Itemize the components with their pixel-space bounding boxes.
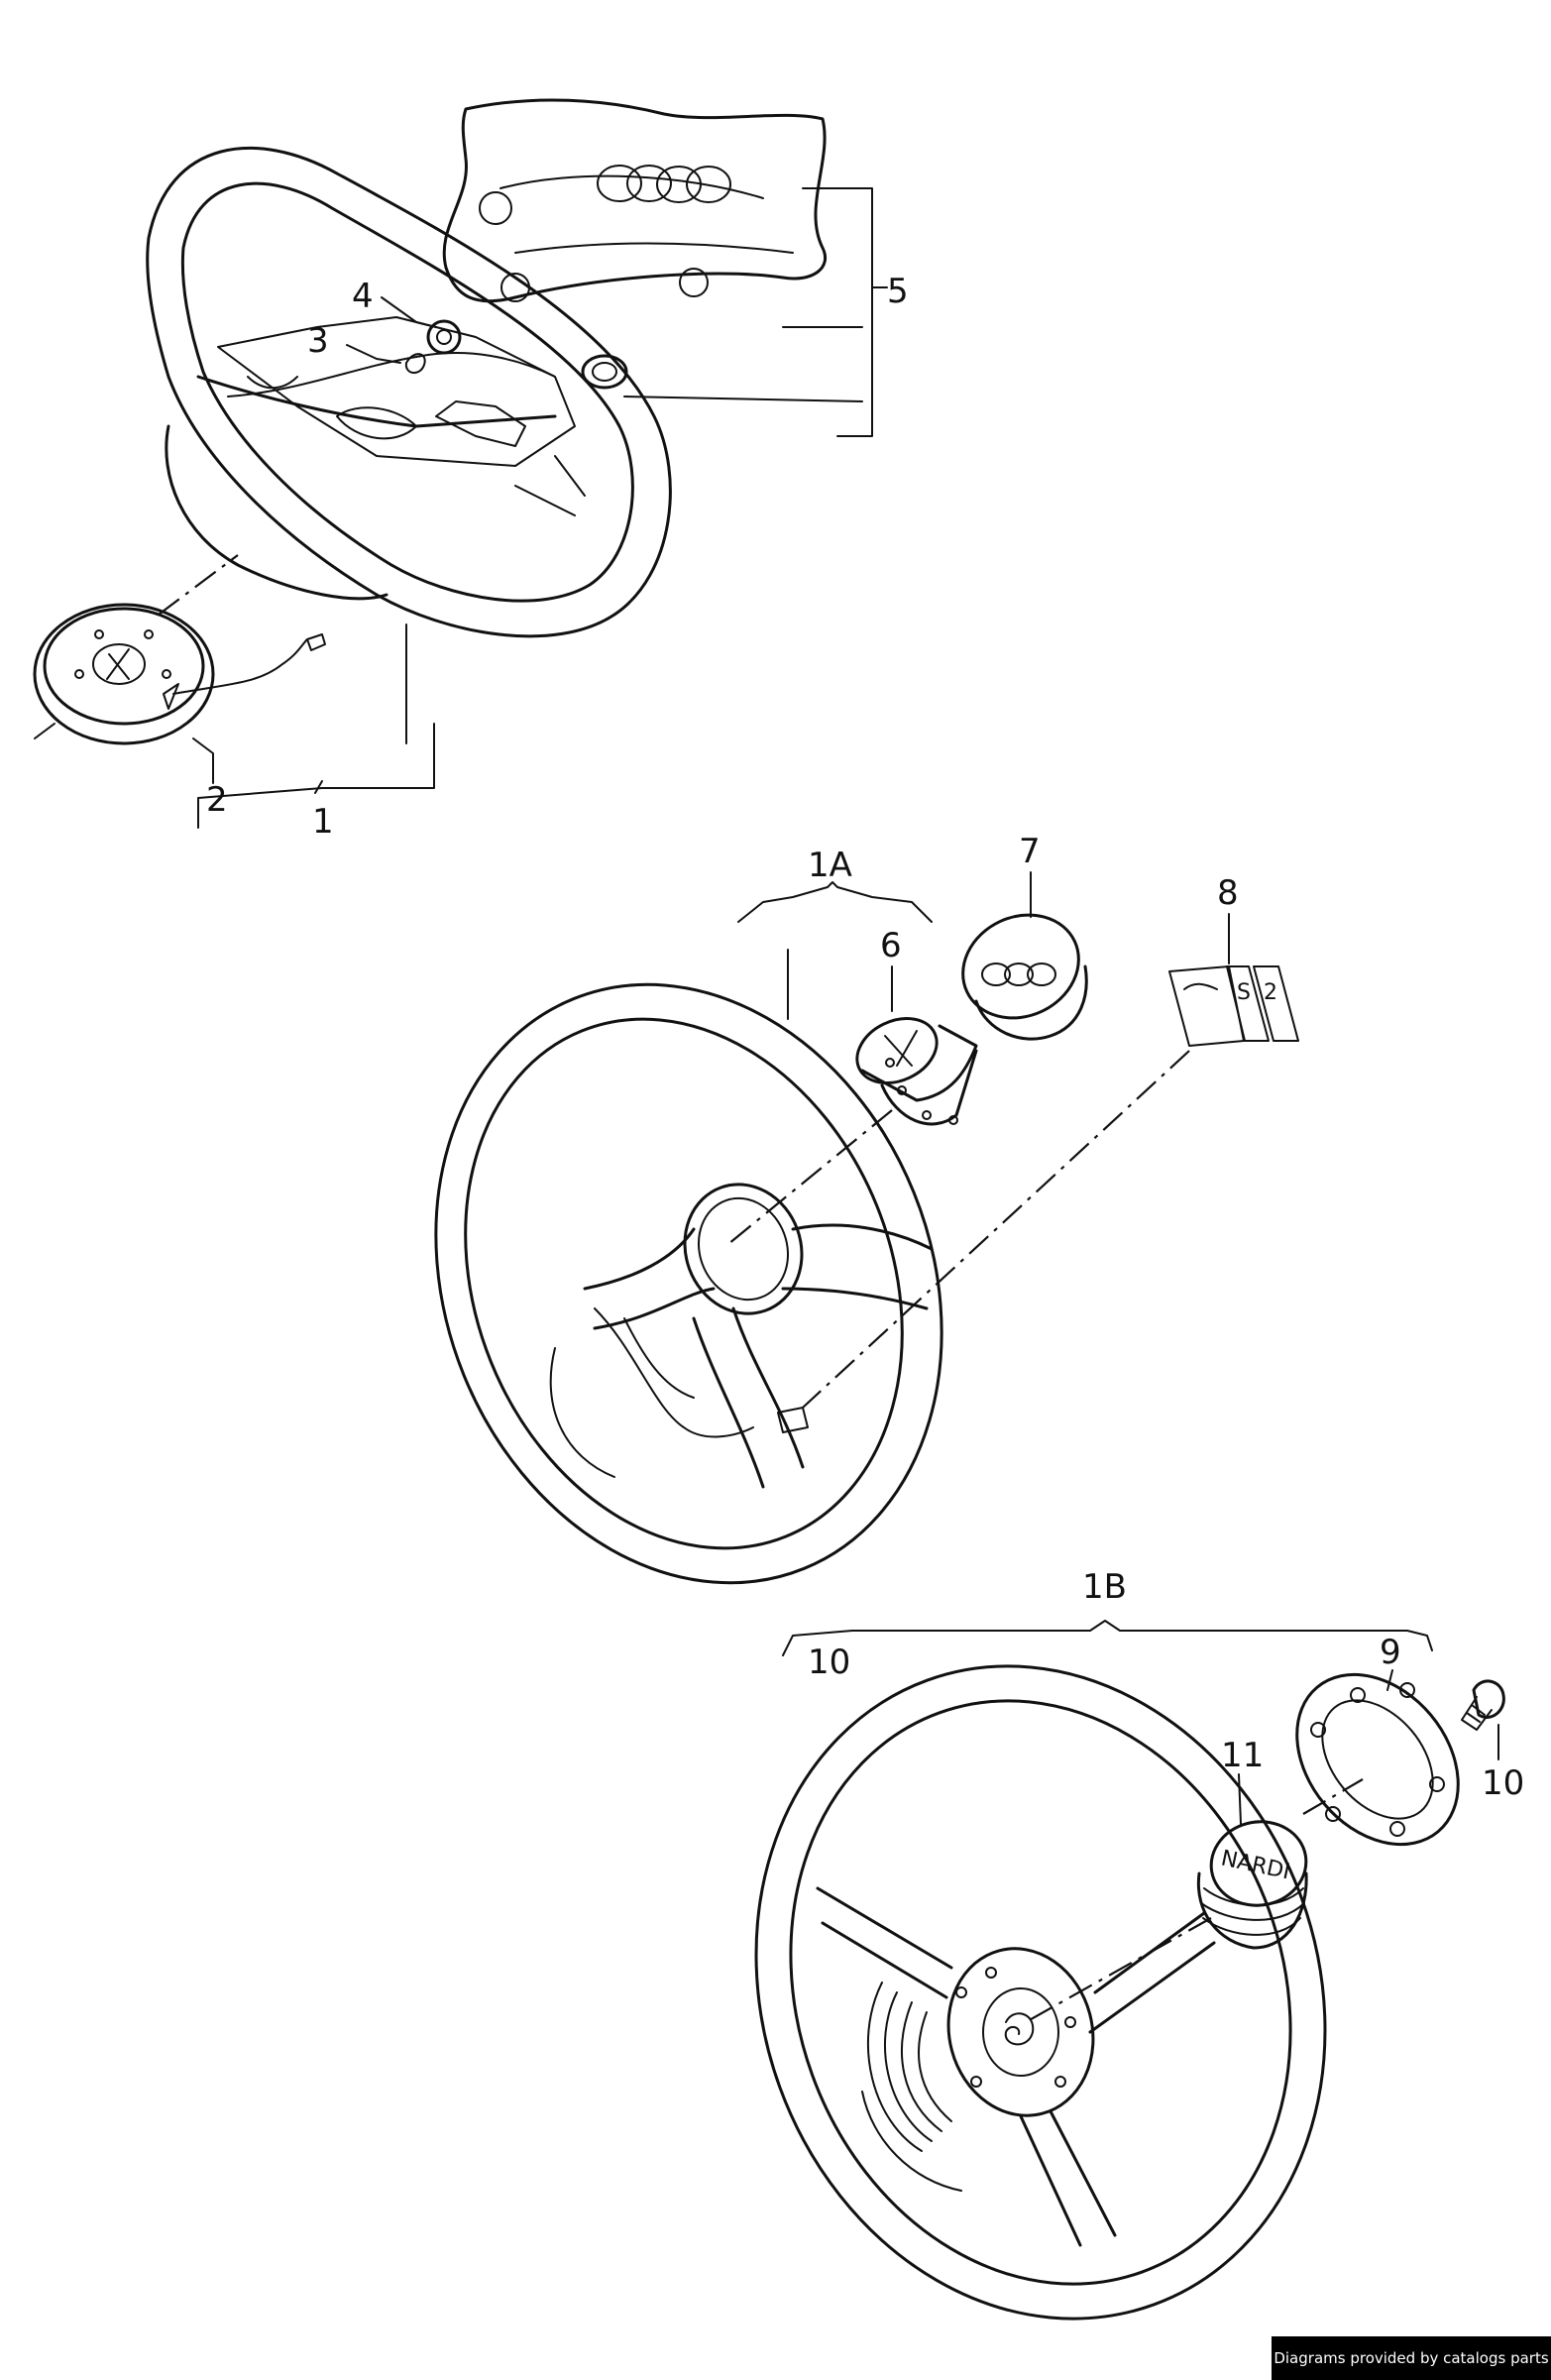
callout-4: 4 bbox=[352, 277, 374, 316]
callout-10-b: 10 bbox=[1482, 1763, 1524, 1803]
steering-wheel-assembly-1b bbox=[754, 1620, 1505, 2321]
credit-footer: Diagrams provided by catalogs parts bbox=[1272, 2336, 1551, 2380]
callout-1: 1 bbox=[312, 802, 334, 842]
callout-9: 9 bbox=[1380, 1633, 1401, 1672]
steering-wheel-assembly-1a bbox=[434, 871, 1299, 1585]
callout-1b: 1B bbox=[1082, 1567, 1127, 1607]
callout-5: 5 bbox=[887, 272, 909, 311]
callout-8: 8 bbox=[1217, 873, 1239, 913]
callout-2: 2 bbox=[206, 780, 228, 820]
callout-7: 7 bbox=[1019, 832, 1041, 871]
callout-1a: 1A bbox=[808, 846, 852, 885]
callout-10-a: 10 bbox=[808, 1643, 850, 1682]
steering-wheel-assembly-1 bbox=[33, 98, 888, 829]
callout-3: 3 bbox=[307, 321, 329, 361]
badge-2-label: 2 bbox=[1264, 980, 1277, 1005]
badge-s-label: S bbox=[1237, 980, 1251, 1005]
callout-11: 11 bbox=[1221, 1736, 1264, 1775]
callout-6: 6 bbox=[880, 926, 902, 965]
